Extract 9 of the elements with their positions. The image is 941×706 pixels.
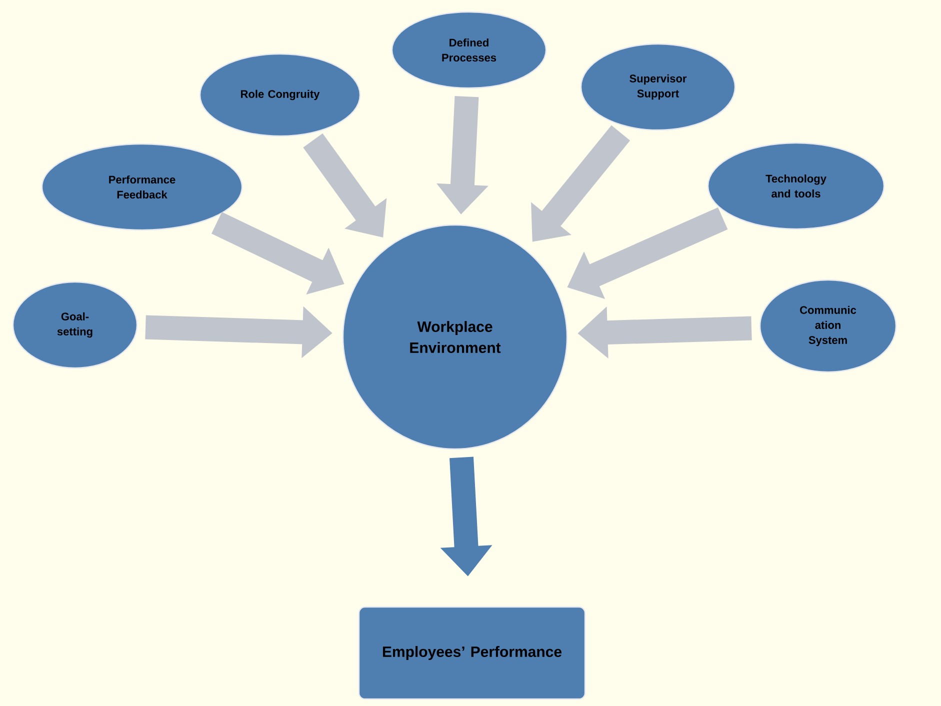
oval-node: Communic ation System — [759, 279, 897, 373]
oval-node: Role Congruity — [199, 53, 361, 137]
oval-node: Supervisor Support — [580, 43, 736, 131]
circle-node: Workplace Environment — [342, 224, 568, 450]
oval-node: Defined Processes — [391, 11, 547, 89]
rounded-box: Employees’ Performance — [358, 606, 586, 700]
oval-node: Technology and tools — [707, 142, 885, 230]
oval-node: Goal- setting — [12, 281, 138, 369]
oval-node: Performance Feedback — [41, 143, 243, 231]
